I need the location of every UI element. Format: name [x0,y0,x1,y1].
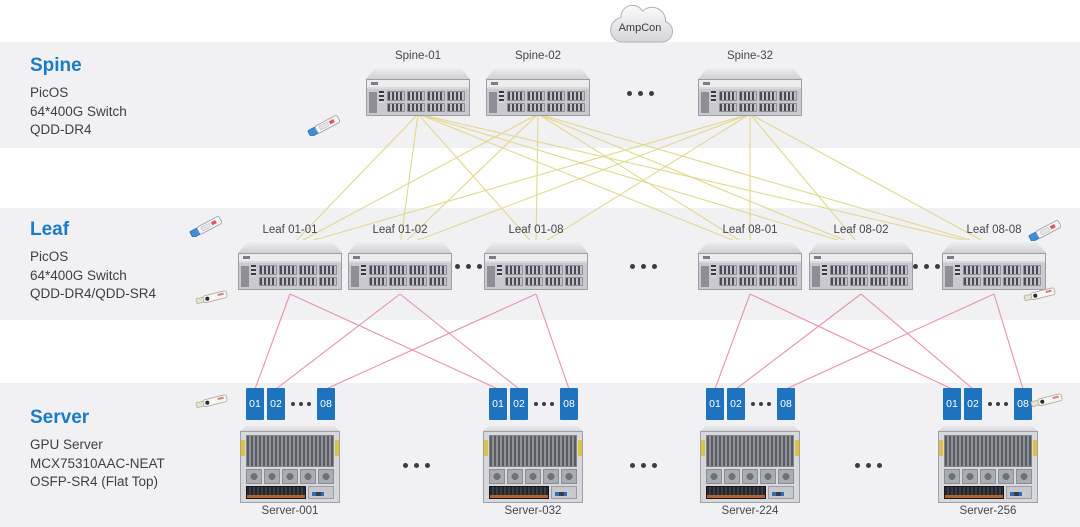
spine-node-01: Spine-01 [366,50,470,116]
qdd-transceiver-icon [189,216,223,237]
spine-label: Spine-02 [514,50,562,62]
port-box: 08 [560,388,578,420]
port-group-server-256: 01 02 08 [943,388,1032,420]
leaf-section-line: 64*400G Switch [30,267,127,283]
leaf-section-line: QDD-DR4/QDD-SR4 [30,286,157,301]
spine-section-title: Spine [30,55,82,76]
section-server: Server GPU Server MCX75310AAC-NEAT OSFP-… [30,407,165,492]
leaf-node-08-01: Leaf 08-01 [698,224,802,290]
leaf-switch-icon [348,240,452,290]
leaf-section-line: PicOS [30,249,69,264]
osfp-transceiver-icon [1023,287,1056,302]
server-label: Server-032 [504,505,562,517]
ellipsis-dots-server-1 [403,463,430,468]
server-section-line: MCX75310AAC-NEAT [30,455,165,471]
ellipsis-dots-ports [288,402,314,406]
leaf-label: Leaf 08-02 [833,224,889,236]
ellipsis-dots-ports [748,402,774,406]
ellipsis-dots-leaf-mid [630,264,657,269]
port-box: 08 [317,388,335,420]
ellipsis-dots-spine [627,91,654,96]
server-node-001: Server-001 [240,424,340,517]
server-node-256: Server-256 [938,424,1038,517]
section-leaf: Leaf PicOS 64*400G Switch QDD-DR4/QDD-SR… [30,219,156,304]
server-label: Server-256 [959,505,1017,517]
spine-section-line: PicOS [30,85,69,100]
spine-section-line: QDD-DR4 [30,122,92,137]
ellipsis-dots-leaf-left [455,264,482,269]
server-section-line: GPU Server [30,437,103,452]
ellipsis-dots-server-3 [855,463,882,468]
gpu-server-icon [938,424,1038,503]
leaf-node-01-08: Leaf 01-08 [484,224,588,290]
gpu-server-icon [483,424,583,503]
leaf-label: Leaf 01-01 [262,224,318,236]
spine-switch-icon [486,66,590,116]
port-box: 02 [964,388,982,420]
leaf-label: Leaf 01-08 [508,224,564,236]
spine-node-02: Spine-02 [486,50,590,116]
leaf-node-08-02: Leaf 08-02 [809,224,913,290]
ellipsis-dots-ports [985,402,1011,406]
port-box: 02 [727,388,745,420]
server-label: Server-001 [261,505,319,517]
server-section-line: OSFP-SR4 (Flat Top) [30,474,159,489]
leaf-switch-icon [484,240,588,290]
gpu-server-icon [240,424,340,503]
port-box: 02 [267,388,285,420]
leaf-switch-icon [698,240,802,290]
spine-node-32: Spine-32 [698,50,802,116]
spine-label: Spine-01 [394,50,442,62]
leaf-label: Leaf 01-02 [372,224,428,236]
leaf-node-01-01: Leaf 01-01 [238,224,342,290]
cloud-label: AmpCon [618,22,662,34]
leaf-switch-icon [942,240,1046,290]
port-group-server-001: 01 02 08 [246,388,335,420]
gpu-server-icon [700,424,800,503]
server-label: Server-224 [721,505,779,517]
port-group-server-032: 01 02 08 [489,388,578,420]
leaf-switch-icon [809,240,913,290]
qdd-transceiver-icon [1028,220,1062,241]
leaf-node-08-08: Leaf 08-08 [942,224,1046,290]
osfp-transceiver-icon [195,290,228,305]
port-box: 01 [489,388,507,420]
leaf-label: Leaf 08-08 [966,224,1022,236]
port-box: 08 [777,388,795,420]
spine-switch-icon [366,66,470,116]
port-box: 08 [1014,388,1032,420]
server-node-224: Server-224 [700,424,800,517]
qdd-transceiver-icon [307,115,341,136]
osfp-transceiver-icon [195,394,228,409]
port-box: 01 [943,388,961,420]
server-section-title: Server [30,407,90,428]
leaf-label: Leaf 08-01 [722,224,778,236]
osfp-transceiver-icon [1030,393,1063,408]
spine-label: Spine-32 [726,50,774,62]
ampcon-cloud: AmpCon [602,2,678,44]
port-box: 01 [706,388,724,420]
section-spine: Spine PicOS 64*400G Switch QDD-DR4 [30,55,127,140]
leaf-node-01-02: Leaf 01-02 [348,224,452,290]
leaf-switch-icon [238,240,342,290]
spine-section-line: 64*400G Switch [30,103,127,119]
ellipsis-dots-ports [531,402,557,406]
port-box: 02 [510,388,528,420]
port-group-server-224: 01 02 08 [706,388,795,420]
spine-switch-icon [698,66,802,116]
ellipsis-dots-server-2 [630,463,657,468]
leaf-section-title: Leaf [30,219,70,240]
ellipsis-dots-leaf-right [913,264,940,269]
cloud-icon [610,4,673,43]
port-box: 01 [246,388,264,420]
server-node-032: Server-032 [483,424,583,517]
